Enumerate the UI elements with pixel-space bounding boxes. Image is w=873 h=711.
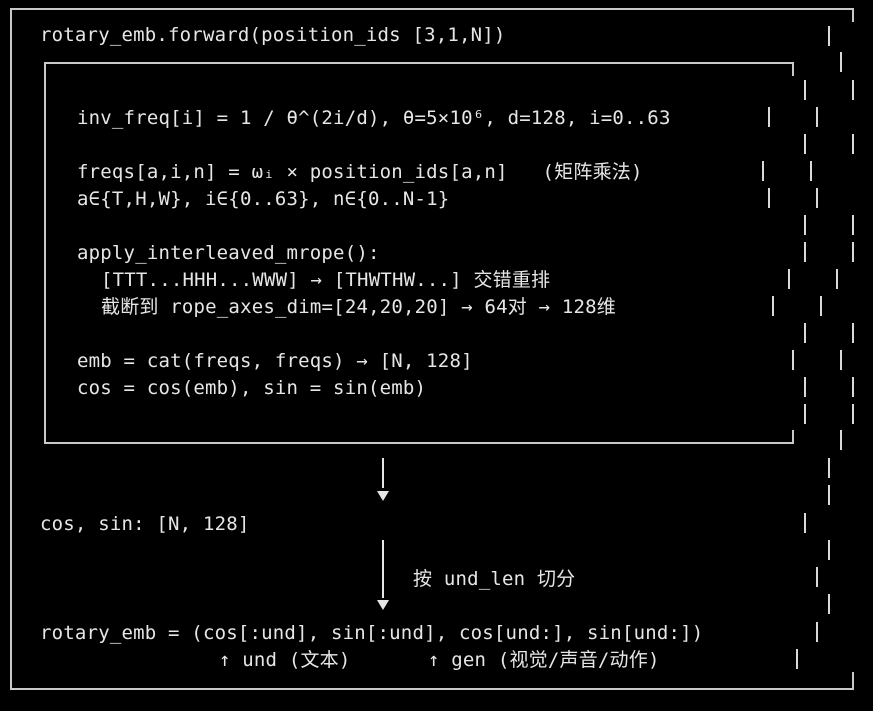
gen-label: ↑ gen (视觉/声音/动作) [428,649,660,671]
edge-bar [828,540,830,560]
edge-bar [804,80,806,100]
edge-bar [840,430,842,450]
domain-line: a∈{T,H,W}, i∈{0..63}, n∈{0..N-1} [77,188,450,210]
edge-bar [792,350,794,370]
outer-frame-left [10,8,12,690]
edge-bar [840,52,842,72]
emb-line: emb = cat(freqs, freqs) → [N, 128] [77,350,473,372]
outer-frame-right [852,8,854,22]
inner-box-bottom [44,442,794,444]
edge-bar [772,296,774,316]
inner-box-left [44,62,46,444]
edge-bar [796,649,798,669]
edge-bar [810,161,812,181]
outer-frame-top [10,8,854,10]
outer-frame-right-lower [852,672,854,690]
edge-bar [852,80,854,100]
edge-bar [788,269,790,289]
edge-bar [852,242,854,262]
edge-bar [828,26,830,46]
apply-line: apply_interleaved_mrope(): [77,242,380,264]
edge-bar [804,377,806,397]
cos-sin-shape-line: cos, sin: [N, 128] [40,513,250,535]
edge-bar [852,323,854,343]
edge-bar [852,215,854,235]
edge-bar [828,458,830,478]
freqs-line: freqs[a,i,n] = ωᵢ × position_ids[a,n] (矩… [77,161,643,183]
result-line: rotary_emb = (cos[:und], sin[:und], cos[… [40,622,704,644]
edge-bar [804,323,806,343]
cos-sin-calc-line: cos = cos(emb), sin = sin(emb) [77,377,427,399]
edge-bar [852,404,854,424]
split-arrow-shaft [382,540,384,598]
edge-bar [768,107,770,127]
edge-bar [804,134,806,154]
edge-bar [820,296,822,316]
edge-bar [816,567,818,587]
header-line: rotary_emb.forward(position_ids [3,1,N]) [40,24,506,46]
edge-bar [828,485,830,505]
inner-box-right-top [792,62,794,76]
edge-bar [804,513,806,533]
edge-bar [852,134,854,154]
truncate-line: 截断到 rope_axes_dim=[24,20,20] → 64对 → 128… [101,296,617,318]
edge-bar [804,215,806,235]
edge-bar [816,188,818,208]
split-arrow-head [377,600,389,610]
edge-bar [852,377,854,397]
und-label: ↑ und (文本) [219,649,351,671]
reorder-line: [TTT...HHH...WWW] → [THWTHW...] 交错重排 [101,269,551,291]
edge-bar [762,161,764,181]
flow-arrow-shaft [382,458,384,488]
edge-bar [768,188,770,208]
split-label: 按 und_len 切分 [413,568,576,590]
edge-bar [836,269,838,289]
edge-bar [804,404,806,424]
inner-box-right-bottom [792,430,794,444]
edge-bar [816,622,818,642]
edge-bar [840,350,842,370]
edge-bar [816,107,818,127]
flow-arrow-head [377,491,389,501]
outer-frame-bottom [10,688,854,690]
edge-bar [804,242,806,262]
inv-freq-line: inv_freq[i] = 1 / θ^(2i/d), θ=5×10⁶, d=1… [77,107,671,129]
edge-bar [828,594,830,614]
inner-box-top [44,62,794,64]
